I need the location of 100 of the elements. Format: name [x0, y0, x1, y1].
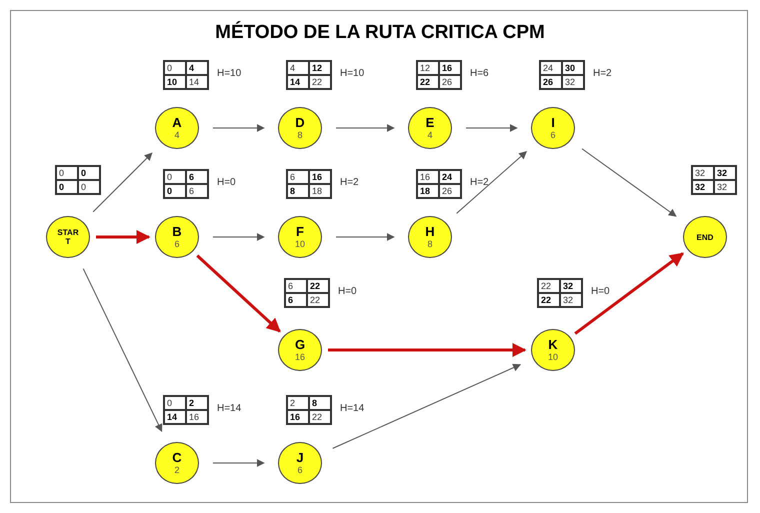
activity-label: J: [296, 451, 304, 465]
activity-circle: [531, 107, 575, 149]
time-value: 0: [164, 184, 186, 198]
activity-label: A: [172, 116, 182, 130]
time-value: 18: [417, 184, 439, 198]
time-value: 22: [307, 293, 329, 307]
duration-text: 6: [550, 130, 556, 140]
activity-label: F: [296, 225, 304, 239]
diagram-title: MÉTODO DE LA RUTA CRITICA CPM: [214, 22, 546, 44]
duration-text: 16: [294, 352, 305, 362]
arrow: [196, 254, 281, 332]
slack-label: H=6: [470, 68, 489, 79]
time-value: 8: [287, 184, 309, 198]
duration-text: 4: [427, 130, 432, 140]
time-value: 16: [287, 410, 309, 424]
slack-label: H=0: [338, 286, 357, 297]
activity-label: E: [426, 116, 434, 130]
time-value: 4: [287, 61, 309, 75]
time-value: 18: [309, 184, 331, 198]
slack-label: H=2: [340, 177, 359, 188]
time-value: 22: [538, 279, 560, 293]
time-value: 30: [562, 61, 584, 75]
duration-text: 6: [174, 239, 180, 249]
activity-label: K: [548, 338, 558, 352]
activity-circle: [155, 442, 199, 484]
time-value: 6: [186, 184, 208, 198]
slack-label: H=14: [340, 403, 364, 414]
arrow: [466, 124, 518, 132]
arrow: [212, 124, 265, 132]
time-value: 6: [285, 293, 307, 307]
activity-circle: [531, 329, 575, 371]
arrow: [336, 233, 395, 241]
activity-label: D: [295, 116, 305, 130]
activity-circle: [278, 107, 322, 149]
time-value: 8: [309, 396, 331, 410]
slack-label: H=0: [217, 177, 236, 188]
activity-circle: [408, 107, 452, 149]
time-value: 32: [562, 75, 584, 89]
duration-text: 2: [174, 465, 180, 475]
time-value: 2: [186, 396, 208, 410]
time-value: 22: [309, 75, 331, 89]
time-value: 14: [287, 75, 309, 89]
time-value: 0: [56, 166, 78, 180]
activity-label: B: [172, 225, 182, 239]
arrow: [82, 268, 162, 432]
time-value: 6: [287, 170, 309, 184]
time-value: 26: [439, 184, 461, 198]
arrow: [581, 148, 677, 217]
slack-label: H=10: [217, 68, 242, 79]
arrow: [328, 343, 526, 357]
time-value: 24: [439, 170, 461, 184]
time-value: 32: [560, 279, 582, 293]
time-value: 32: [714, 180, 736, 194]
time-value: 2: [287, 396, 309, 410]
activity-circle: [155, 107, 199, 149]
time-value: 32: [692, 166, 714, 180]
activity-label: H: [425, 225, 435, 239]
activity-label: END: [696, 232, 714, 242]
time-value: 26: [439, 75, 461, 89]
time-value: 16: [186, 410, 208, 424]
time-value: 6: [285, 279, 307, 293]
time-value: 22: [417, 75, 439, 89]
activity-circle: [408, 216, 452, 258]
arrow: [92, 152, 152, 212]
duration-text: 6: [297, 465, 302, 475]
slack-label: H=0: [591, 286, 610, 297]
time-value: 22: [309, 410, 331, 424]
time-value: 12: [417, 61, 439, 75]
time-value: 0: [164, 61, 186, 75]
time-value: 16: [439, 61, 461, 75]
time-value: 4: [186, 61, 208, 75]
activity-circle: [46, 216, 90, 258]
time-value: 14: [164, 410, 186, 424]
time-value: 22: [538, 293, 560, 307]
time-value: 32: [560, 293, 582, 307]
activity-label: STAR T: [56, 228, 80, 246]
arrow: [336, 124, 395, 132]
activity-label: G: [294, 338, 306, 352]
arrow: [212, 233, 265, 241]
time-value: 14: [186, 75, 208, 89]
time-value: 0: [56, 180, 78, 194]
time-value: 0: [164, 170, 186, 184]
time-value: 22: [307, 279, 329, 293]
time-value: 0: [78, 180, 100, 194]
arrow: [96, 230, 150, 244]
arrow: [456, 151, 527, 214]
time-value: 0: [78, 166, 100, 180]
activity-circle: [155, 216, 199, 258]
arrow: [332, 364, 522, 449]
arrow: [574, 252, 684, 335]
activity-circle: [278, 442, 322, 484]
duration-text: 8: [427, 239, 432, 249]
activity-label: C: [172, 451, 182, 465]
duration-text: 4: [174, 130, 180, 140]
time-value: 6: [186, 170, 208, 184]
time-value: 12: [309, 61, 331, 75]
time-value: 16: [309, 170, 331, 184]
duration-text: 10: [548, 352, 558, 362]
time-value: 10: [164, 75, 186, 89]
time-value: 0: [164, 396, 186, 410]
